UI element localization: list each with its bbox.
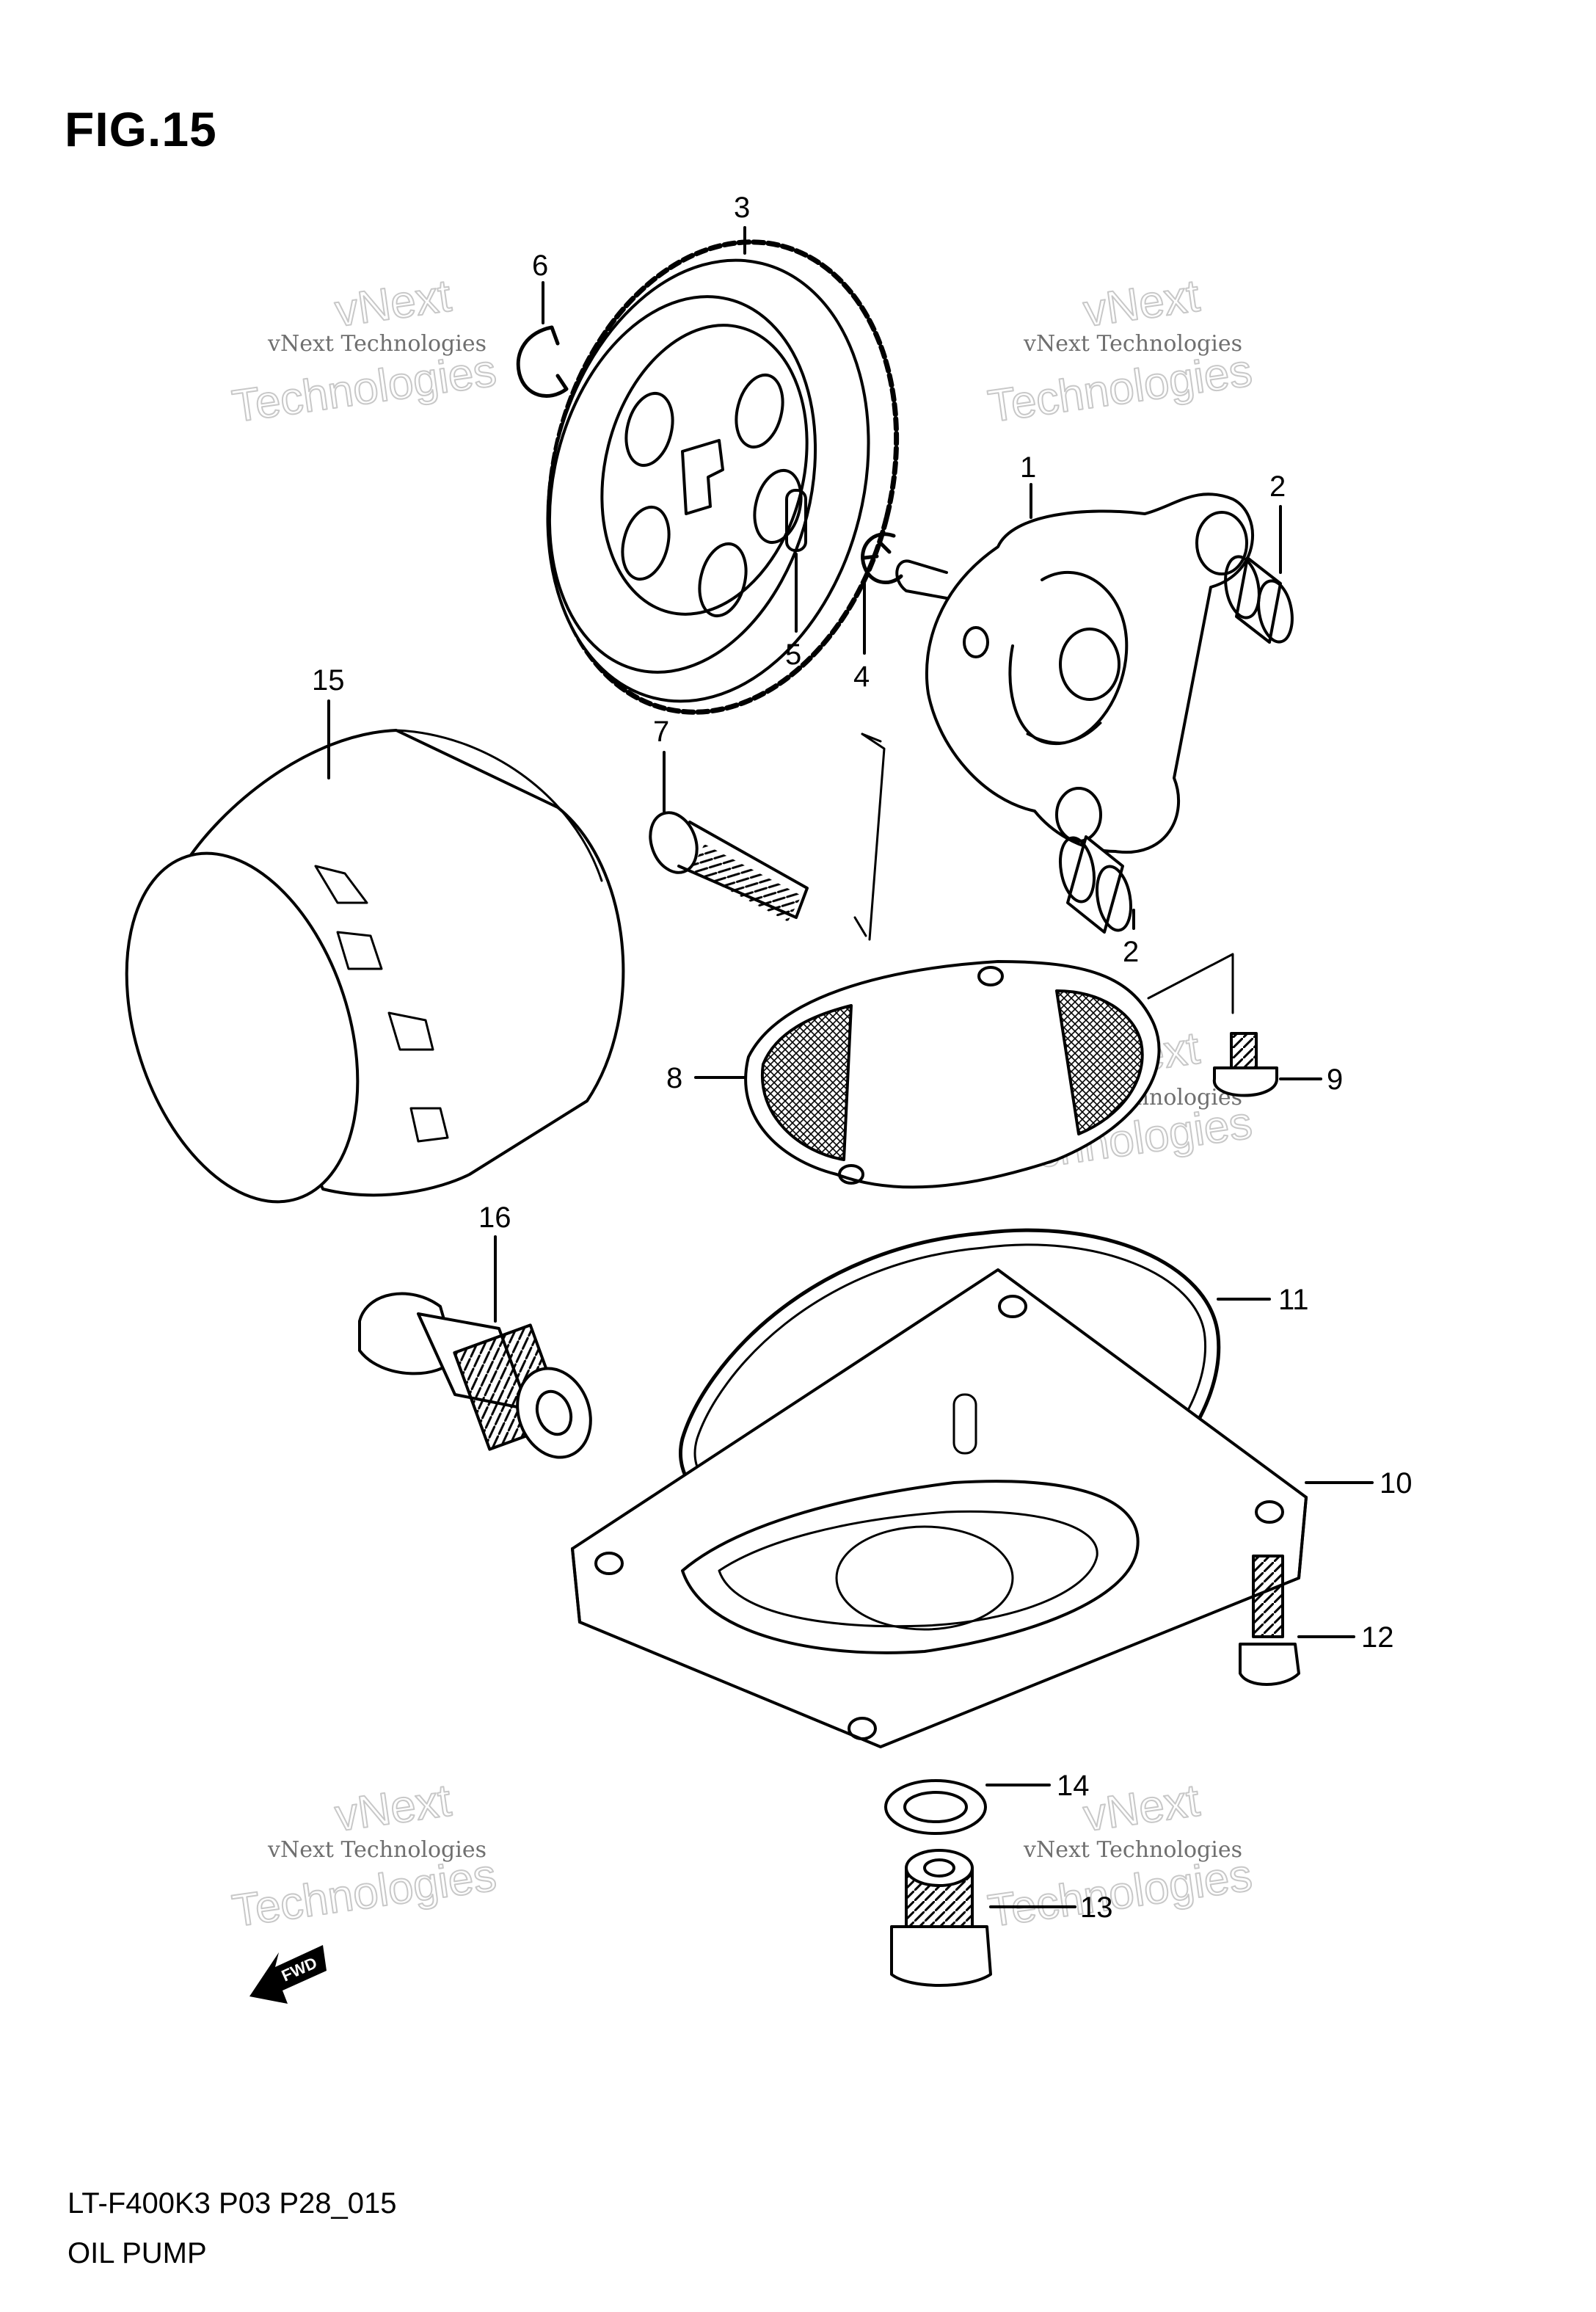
svg-text:3: 3 bbox=[734, 192, 750, 224]
dowel-pin-upper bbox=[1224, 555, 1294, 644]
callout-12: 12 bbox=[1297, 1621, 1394, 1654]
figure-title: FIG.15 bbox=[65, 102, 217, 156]
callout-16: 16 bbox=[478, 1202, 511, 1323]
watermark-top-left: vNext Technologies Technologies vNext bbox=[228, 269, 500, 432]
strainer-screw bbox=[1147, 953, 1278, 1097]
callout-10: 10 bbox=[1305, 1467, 1413, 1499]
callout-3: 3 bbox=[734, 192, 750, 255]
oil-strainer bbox=[744, 960, 1161, 1189]
svg-text:10: 10 bbox=[1380, 1467, 1413, 1499]
callout-6: 6 bbox=[532, 250, 548, 324]
callout-9: 9 bbox=[1279, 1064, 1343, 1096]
circlip bbox=[516, 325, 569, 398]
callout-5: 5 bbox=[785, 553, 801, 671]
pin bbox=[785, 489, 807, 552]
svg-text:13: 13 bbox=[1080, 1891, 1113, 1924]
callout-11: 11 bbox=[1217, 1284, 1309, 1316]
oil-filter bbox=[125, 729, 625, 1204]
callout-8: 8 bbox=[666, 1062, 746, 1094]
watermark-outline: Technologies bbox=[985, 345, 1255, 432]
watermark-top-right: vNext Technologies Technologies vNext bbox=[984, 269, 1256, 432]
callout-2-upper: 2 bbox=[1269, 470, 1286, 574]
callout-1: 1 bbox=[1020, 451, 1036, 519]
watermark-text: vNext Technologies bbox=[267, 331, 487, 357]
svg-text:4: 4 bbox=[853, 661, 870, 693]
watermark-outline: vNext bbox=[1080, 1775, 1203, 1841]
watermark-outline: Technologies bbox=[229, 345, 499, 432]
oil-pump-body bbox=[895, 492, 1254, 854]
svg-text:2: 2 bbox=[1123, 936, 1139, 968]
svg-text:11: 11 bbox=[1278, 1284, 1309, 1316]
watermark-text: vNext Technologies bbox=[1023, 331, 1242, 357]
callout-7: 7 bbox=[653, 716, 669, 813]
watermark-text: vNext Technologies bbox=[267, 1837, 487, 1863]
dowel-pin-lower bbox=[1059, 835, 1132, 934]
callout-14: 14 bbox=[985, 1770, 1090, 1802]
watermark-text: vNext Technologies bbox=[1023, 1837, 1242, 1863]
oil-pan-bolt bbox=[1239, 1555, 1300, 1686]
watermark-bottom-left: vNext Technologies Technologies vNext bbox=[228, 1774, 500, 1937]
model-code: LT-F400K3 P03 P28_015 bbox=[68, 2187, 397, 2220]
e-ring bbox=[861, 532, 903, 584]
watermark-outline: vNext bbox=[332, 270, 454, 336]
svg-text:8: 8 bbox=[666, 1062, 682, 1094]
callout-15: 15 bbox=[312, 664, 345, 779]
svg-text:7: 7 bbox=[653, 716, 669, 748]
callout-13: 13 bbox=[989, 1891, 1113, 1924]
watermark-bottom-right: vNext Technologies Technologies vNext bbox=[984, 1774, 1256, 1937]
svg-text:14: 14 bbox=[1057, 1770, 1090, 1802]
svg-text:12: 12 bbox=[1361, 1621, 1394, 1654]
svg-text:2: 2 bbox=[1269, 470, 1286, 503]
svg-text:9: 9 bbox=[1327, 1064, 1343, 1096]
svg-text:6: 6 bbox=[532, 250, 548, 282]
svg-text:15: 15 bbox=[312, 664, 345, 697]
watermark-outline: vNext bbox=[1080, 270, 1203, 336]
oil-pan bbox=[571, 1268, 1308, 1748]
drain-gasket bbox=[884, 1779, 987, 1835]
figure-name: OIL PUMP bbox=[68, 2237, 207, 2269]
forward-arrow: FWD bbox=[249, 1945, 327, 2004]
callout-4: 4 bbox=[853, 582, 870, 693]
drain-plug bbox=[890, 1849, 992, 1987]
svg-text:5: 5 bbox=[785, 639, 801, 671]
callout-2-lower: 2 bbox=[1123, 909, 1139, 968]
watermark-outline: vNext bbox=[332, 1775, 454, 1841]
svg-text:1: 1 bbox=[1020, 451, 1036, 484]
oil-pressure-switch bbox=[358, 1292, 592, 1459]
driven-gear bbox=[546, 239, 900, 715]
bolt-long bbox=[649, 733, 886, 941]
svg-text:16: 16 bbox=[478, 1202, 511, 1234]
